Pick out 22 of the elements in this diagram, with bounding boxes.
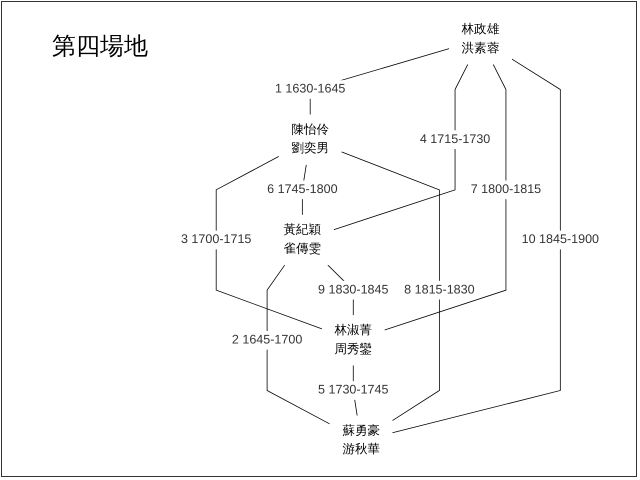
edge-label: 1 1630-1645: [274, 82, 346, 96]
connector: [216, 156, 322, 330]
connector: [266, 264, 330, 424]
edge-label: 4 1715-1730: [420, 132, 490, 146]
edge-label: 10 1845-1900: [522, 232, 600, 246]
node-text: 蘇勇豪 游秋華: [342, 424, 380, 456]
edge-label: 8 1815-1830: [404, 283, 475, 296]
connector: [384, 64, 506, 330]
connector: [392, 58, 561, 434]
edge-label: 2 1645-1700: [232, 333, 302, 347]
node-text: 陳怡伶 劉奕男: [291, 123, 329, 156]
node-text: 黃紀穎 雀傳雯: [284, 224, 322, 256]
node-text: 林淑菁 周秀鑾: [334, 324, 372, 356]
node-text: 林政雄 洪素蓉: [462, 22, 500, 56]
connector: [333, 64, 468, 230]
title: 第四場地: [52, 33, 148, 62]
edge-label: 7 1800-1815: [470, 182, 542, 196]
edge-label: 3 1700-1715: [180, 232, 252, 246]
edge-label: 9 1830-1845: [318, 283, 388, 296]
connector: [341, 151, 440, 421]
edge-label: 6 1745-1800: [267, 182, 338, 196]
edge-label: 5 1730-1745: [318, 383, 388, 397]
